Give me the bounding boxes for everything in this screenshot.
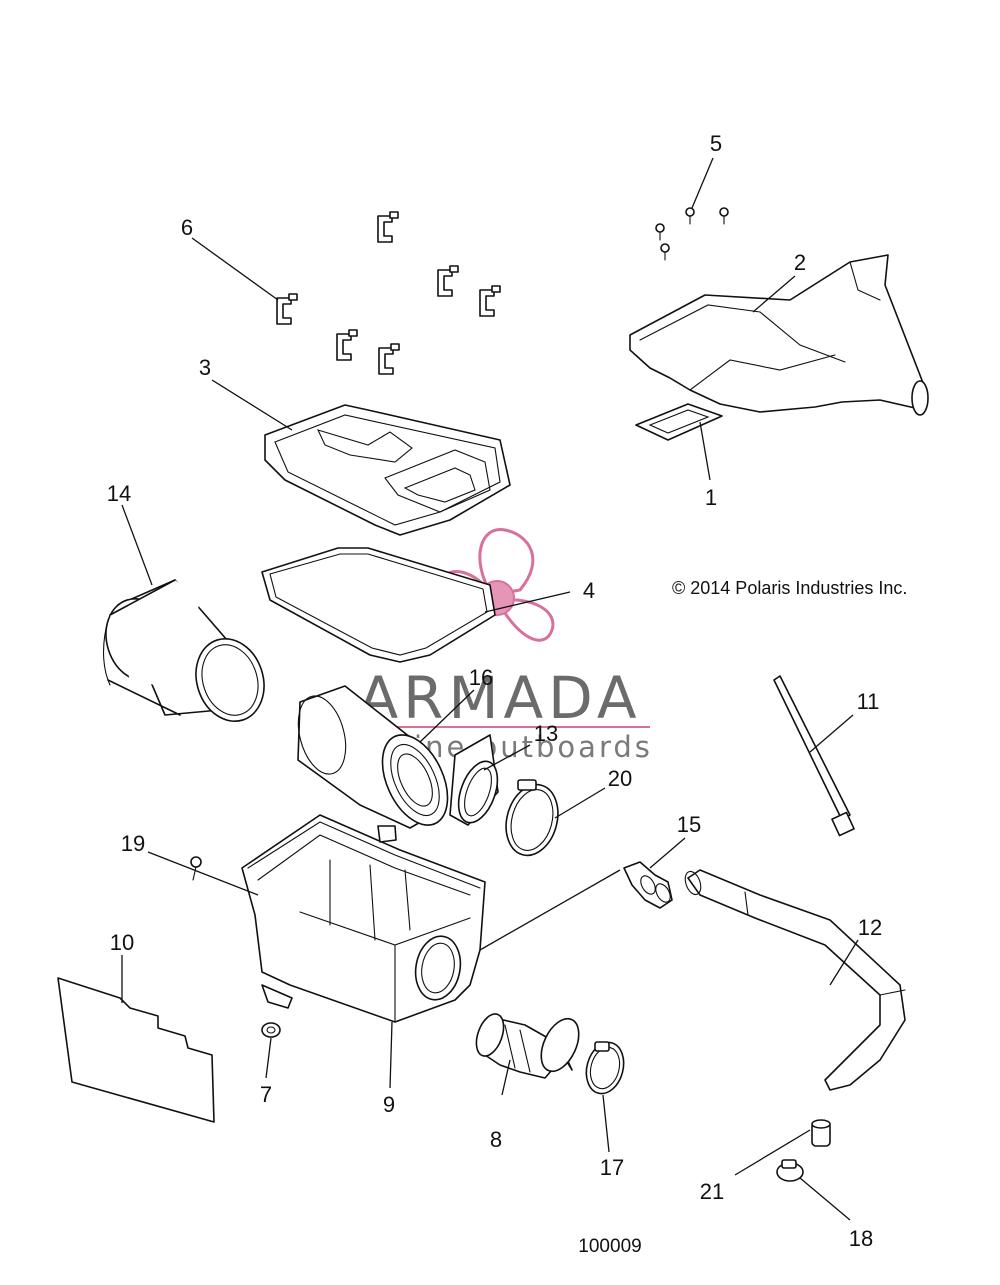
part-12-drain-hose xyxy=(684,869,906,1091)
callout-17: 17 xyxy=(600,1155,624,1180)
callout-20: 20 xyxy=(608,766,632,791)
leader-5 xyxy=(691,157,714,209)
callout-10: 10 xyxy=(110,930,134,955)
diagram-number: 100009 xyxy=(578,1236,641,1257)
part-19-screw xyxy=(190,856,202,881)
callout-13: 13 xyxy=(534,721,558,746)
part-5-screws xyxy=(655,207,729,261)
leader-17 xyxy=(602,1094,610,1153)
leader-12 xyxy=(829,939,859,986)
callout-5: 5 xyxy=(710,131,722,156)
leader-8 xyxy=(501,1059,511,1096)
leader-20 xyxy=(554,787,606,819)
part-13-coupler-ring xyxy=(449,734,499,826)
callout-7: 7 xyxy=(260,1082,272,1107)
callout-16: 16 xyxy=(469,665,493,690)
callout-2: 2 xyxy=(794,250,806,275)
leader-19 xyxy=(147,851,259,896)
part-7-grommet xyxy=(261,1022,281,1038)
leader-3 xyxy=(211,379,293,431)
callout-19: 19 xyxy=(121,831,145,856)
part-8-outlet-boot xyxy=(475,1013,580,1079)
callout-12: 12 xyxy=(858,915,882,940)
part-4-lid-seal xyxy=(261,547,496,663)
leader-lines xyxy=(121,157,859,1221)
part-9-airbox xyxy=(241,814,486,1023)
part-6-clips xyxy=(276,211,501,375)
part-16-filter-element xyxy=(297,685,449,829)
leader-2 xyxy=(752,275,796,313)
part-1-gasket-plate xyxy=(635,403,723,441)
callout-8: 8 xyxy=(490,1127,502,1152)
callout-1: 1 xyxy=(705,485,717,510)
callout-18: 18 xyxy=(849,1226,873,1251)
callout-6: 6 xyxy=(181,215,193,240)
leader-11 xyxy=(809,714,854,753)
part-20-clamp xyxy=(505,779,559,857)
leader-4 xyxy=(484,591,571,613)
callout-15: 15 xyxy=(677,812,701,837)
callout-9: 9 xyxy=(383,1092,395,1117)
callout-4: 4 xyxy=(583,578,595,603)
leader-9 xyxy=(389,1021,393,1089)
part-18-small-clamp xyxy=(776,1159,804,1182)
leader-16 xyxy=(419,689,475,743)
part-11-cable-tie xyxy=(773,675,855,837)
callout-3: 3 xyxy=(199,355,211,380)
callout-21: 21 xyxy=(700,1179,724,1204)
copyright-notice: © 2014 Polaris Industries Inc. xyxy=(672,578,907,598)
leader-15 xyxy=(649,837,686,869)
leader-21 xyxy=(734,1129,811,1176)
part-3-airbox-lid xyxy=(264,404,511,536)
part-2-intake-duct xyxy=(629,254,929,416)
leader-14 xyxy=(121,504,153,586)
part-14-prefilter-sleeve xyxy=(103,579,265,723)
leader-7 xyxy=(265,1037,272,1079)
part-17-clamp xyxy=(585,1041,625,1095)
watermark-brand: ARMADA xyxy=(358,664,641,732)
leader-1 xyxy=(699,421,711,481)
leader-18 xyxy=(799,1177,851,1221)
part-15-fitting xyxy=(623,861,673,909)
callout-11: 11 xyxy=(857,689,880,714)
leader-13 xyxy=(483,744,531,771)
callouts: 1 2 3 4 5 6 7 8 9 10 11 12 13 14 15 16 1… xyxy=(107,131,882,1251)
part-10-heat-shield xyxy=(57,977,215,1123)
part-21-plug xyxy=(811,1119,831,1147)
leader-15b xyxy=(479,869,621,951)
callout-14: 14 xyxy=(107,481,131,506)
leader-6 xyxy=(191,237,279,301)
